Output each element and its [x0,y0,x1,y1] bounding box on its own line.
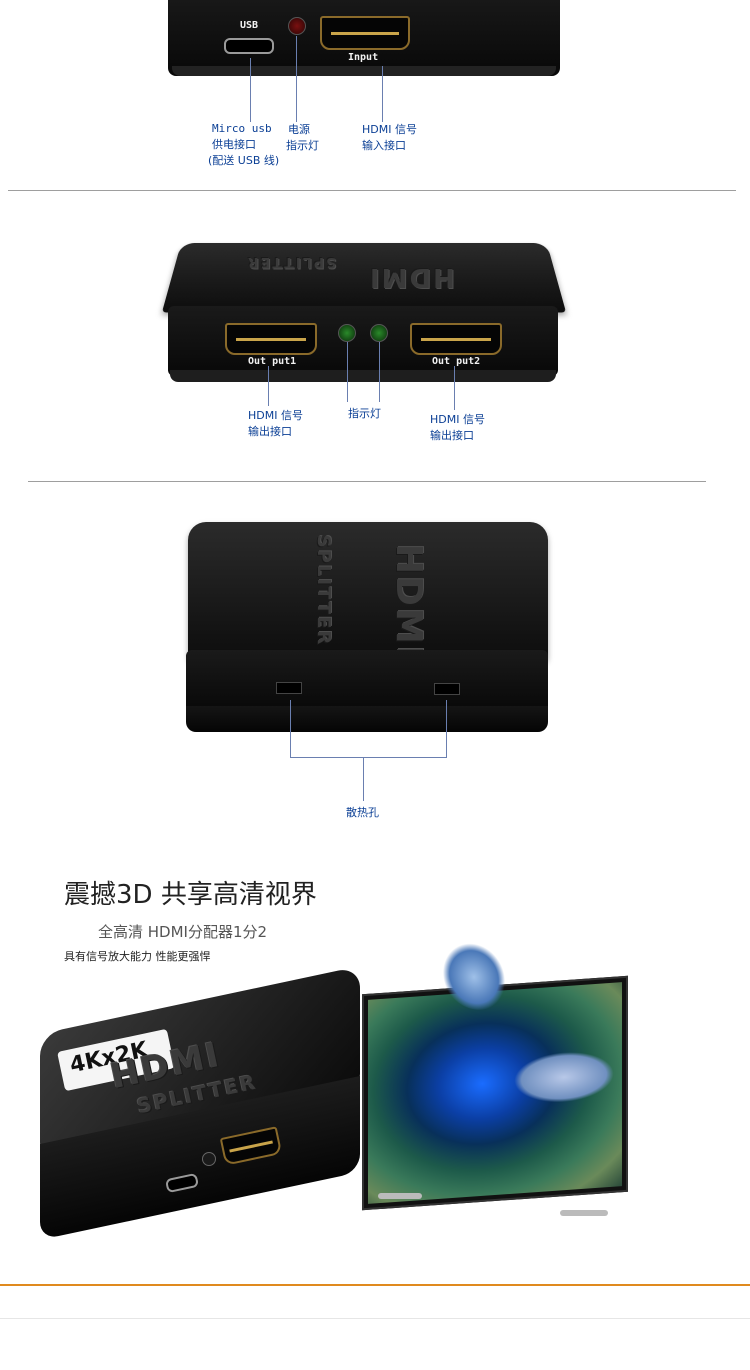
side-device-brand-text: HDMI [388,543,430,662]
output1-port-label: Out put1 [248,356,297,367]
device-brand-text: HDMI [368,262,455,292]
usb-callout-line3: (配送 USB 线) [208,154,280,167]
hdmi-input-port [320,16,410,50]
tv-stand-left [378,1193,422,1199]
output2-port-label: Out put2 [432,356,481,367]
hdmi-output2-port [410,323,502,355]
vent-hole-left [276,682,302,694]
device-front-base [170,370,556,382]
tv-stand-right [560,1210,608,1216]
section-divider-1 [8,190,736,191]
promo-subtitle: 全高清 HDMI分配器1分2 [98,923,268,941]
bottom-divider [0,1318,750,1319]
power-led-icon [288,17,306,35]
input-callout-line [382,66,383,122]
led1-callout-line [347,342,348,402]
usb-callout-line1: Mirco usb [212,122,272,135]
power-callout-line [296,36,297,122]
vent-bracket-line [290,757,447,758]
device-model-text: SPLITTER [246,254,337,270]
led-indicator-1-icon [338,324,356,342]
output2-callout-line2: 输出接口 [430,429,474,442]
vent-hole-right [434,683,460,695]
vent-left-line [290,700,291,758]
device-side-panel [186,650,548,712]
vent-callout-label: 散热孔 [346,806,379,819]
promo-tagline: 具有信号放大能力 性能更强悍 [64,950,211,963]
power-callout-line1: 电源 [288,123,310,136]
side-device-model-text: SPLITTER [313,534,335,647]
output1-callout-line1: HDMI 信号 [248,409,303,422]
device-side-base [186,706,548,732]
vent-callout-line [363,757,364,801]
output1-callout-line2: 输出接口 [248,425,292,438]
hdmi-output1-port [225,323,317,355]
vent-right-line [446,700,447,758]
promo-power-led-icon [202,1152,216,1166]
power-callout-line2: 指示灯 [286,139,319,152]
usb-callout-line [250,58,251,122]
section-divider-2 [28,481,706,482]
usb-port-label: USB [240,20,259,31]
input-callout-line1: HDMI 信号 [362,123,417,136]
output2-callout-line1: HDMI 信号 [430,413,485,426]
device-top-face [161,243,567,313]
usb-callout-line2: 供电接口 [212,138,256,151]
led2-callout-line [379,342,380,402]
led-indicator-2-icon [370,324,388,342]
input-port-label: Input [348,52,379,63]
output2-callout-line [454,366,455,410]
output1-callout-line [268,366,269,406]
promo-headline: 震撼3D 共享高清视界 [64,880,317,910]
led-callout-label: 指示灯 [348,407,381,420]
device-base-edge [172,66,556,76]
input-callout-line2: 输入接口 [362,139,406,152]
orange-accent-line [0,1284,750,1286]
tv-screen [362,975,628,1211]
device-side-top-face [188,522,548,660]
micro-usb-port [224,38,274,54]
